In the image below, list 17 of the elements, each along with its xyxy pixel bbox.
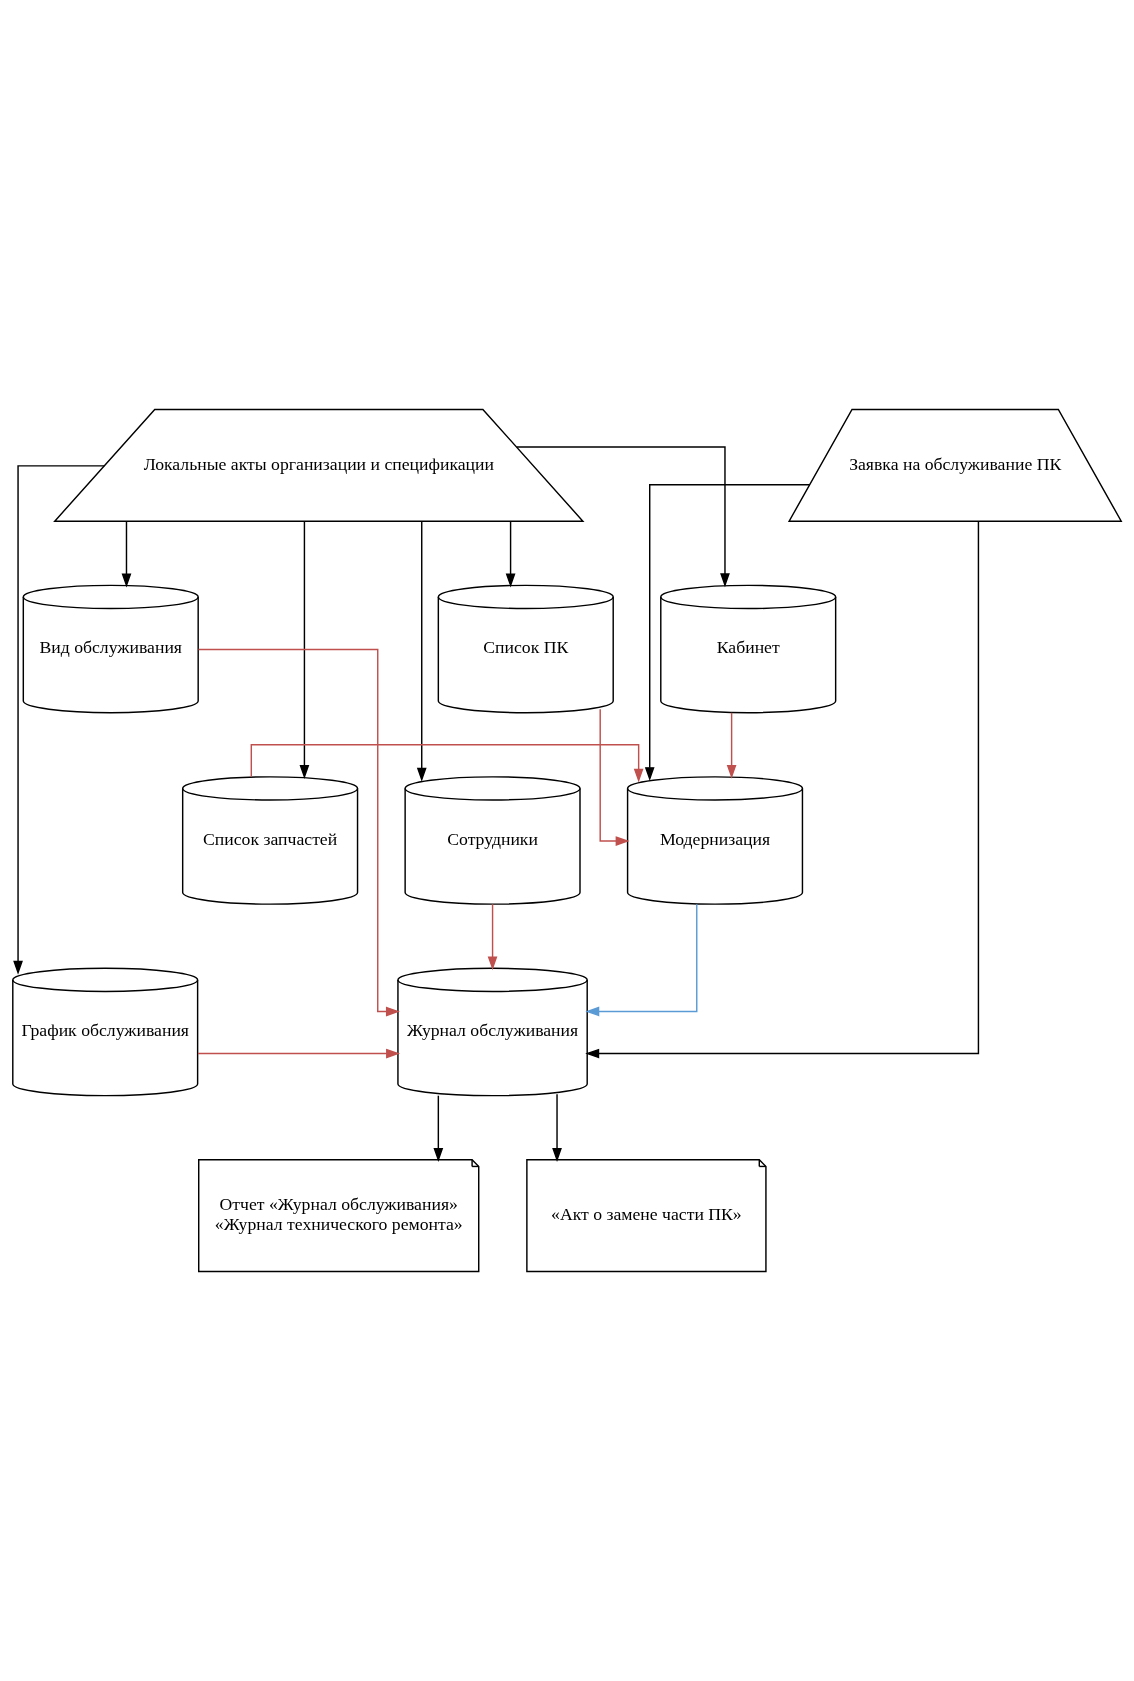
arrow	[599, 708, 630, 846]
arrow	[433, 1095, 444, 1162]
arrow	[13, 465, 105, 975]
arrow	[505, 520, 516, 588]
arrow	[299, 520, 310, 779]
arrow	[585, 903, 698, 1017]
arrow	[416, 520, 427, 782]
arrow	[726, 712, 737, 779]
arrow	[121, 520, 132, 588]
arrow	[552, 1093, 562, 1162]
arrow	[516, 446, 730, 588]
arrow	[250, 744, 644, 783]
arrow	[487, 903, 498, 971]
arrow	[197, 648, 400, 1017]
arrow	[644, 483, 811, 782]
arrow	[585, 521, 980, 1059]
arrow	[197, 1048, 401, 1059]
